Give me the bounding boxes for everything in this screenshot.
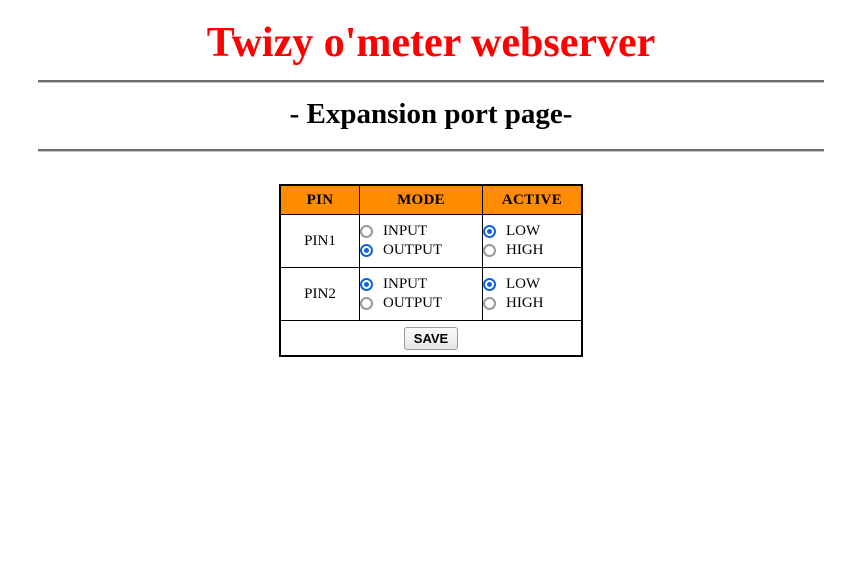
active-cell-pin2: LOW HIGH [482, 267, 583, 321]
table-header: PIN MODE ACTIVE [279, 184, 583, 215]
table-row: PIN2 INPUT OUTPUT [279, 267, 583, 321]
radio-option-pin1-mode-output[interactable]: OUTPUT [360, 241, 482, 260]
radio-label: OUTPUT [383, 242, 443, 258]
radio-label: INPUT [383, 223, 428, 239]
radio-icon[interactable] [483, 244, 496, 257]
pin-label-cell: PIN2 [279, 267, 360, 321]
radio-icon[interactable] [483, 297, 496, 310]
radio-label: LOW [506, 276, 541, 292]
radio-option-pin2-active-low[interactable]: LOW [483, 275, 581, 294]
save-cell: SAVE [279, 320, 583, 357]
radio-icon[interactable] [483, 278, 496, 291]
page-subtitle: - Expansion port page- [0, 83, 862, 143]
radio-icon[interactable] [360, 278, 373, 291]
table-header-row: PIN MODE ACTIVE [279, 184, 583, 215]
radio-option-pin1-active-high[interactable]: HIGH [483, 241, 581, 260]
radio-label: INPUT [383, 276, 428, 292]
radio-icon[interactable] [360, 297, 373, 310]
column-header-pin: PIN [279, 184, 360, 215]
divider-bottom [38, 149, 824, 152]
expansion-port-table-wrap: PIN MODE ACTIVE PIN1 INPUT [0, 184, 862, 357]
active-cell-pin1: LOW HIGH [482, 214, 583, 268]
save-button[interactable]: SAVE [403, 326, 459, 350]
radio-option-pin2-mode-input[interactable]: INPUT [360, 275, 482, 294]
table-row: PIN1 INPUT OUTPUT [279, 214, 583, 268]
table-row-save: SAVE [279, 320, 583, 357]
column-header-active: ACTIVE [482, 184, 583, 215]
radio-option-pin1-mode-input[interactable]: INPUT [360, 222, 482, 241]
radio-icon[interactable] [360, 225, 373, 238]
page-title: Twizy o'meter webserver [206, 20, 656, 66]
radio-label: OUTPUT [383, 295, 443, 311]
radio-option-pin1-active-low[interactable]: LOW [483, 222, 581, 241]
radio-option-pin2-active-high[interactable]: HIGH [483, 294, 581, 313]
mode-cell-pin2: INPUT OUTPUT [359, 267, 483, 321]
radio-label: HIGH [506, 242, 544, 258]
mode-cell-pin1: INPUT OUTPUT [359, 214, 483, 268]
radio-label: LOW [506, 223, 541, 239]
divider-top [38, 80, 824, 83]
subtitle-text: Expansion port page [306, 98, 563, 130]
expansion-port-table: PIN MODE ACTIVE PIN1 INPUT [279, 184, 583, 357]
radio-label: HIGH [506, 295, 544, 311]
table-body: PIN1 INPUT OUTPUT [279, 214, 583, 357]
radio-option-pin2-mode-output[interactable]: OUTPUT [360, 294, 482, 313]
pin-label-cell: PIN1 [279, 214, 360, 268]
radio-icon[interactable] [360, 244, 373, 257]
column-header-mode: MODE [359, 184, 483, 215]
radio-icon[interactable] [483, 225, 496, 238]
subtitle-prefix-dash: - [289, 98, 300, 130]
subtitle-suffix-dash: - [562, 98, 573, 130]
